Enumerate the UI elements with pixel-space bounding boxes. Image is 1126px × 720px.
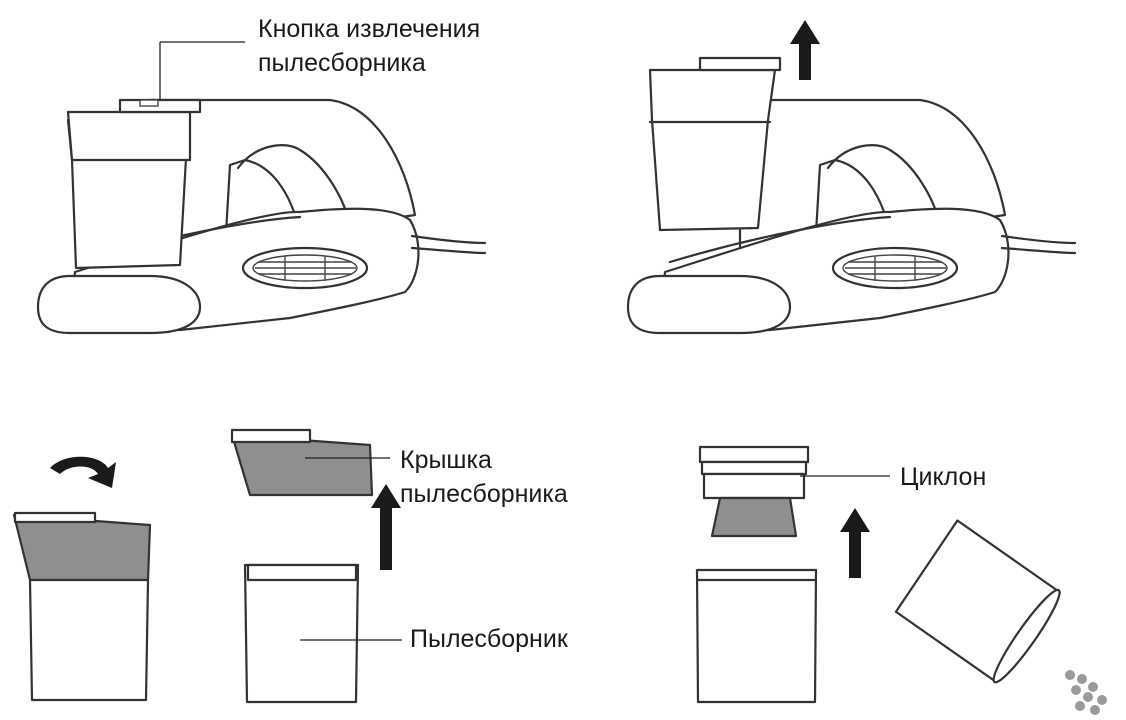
dust-bin-label: Пылесборник: [410, 625, 568, 653]
up-arrow-icon: [840, 508, 870, 578]
release-button-label-line2: пылесборника: [258, 49, 426, 77]
release-button-label: Кнопка извлечения пылесборника: [258, 12, 480, 80]
release-button: [139, 99, 159, 107]
tilted-dust-bin: [894, 519, 1061, 684]
vacuum-assembled: [36, 98, 487, 335]
release-button-label-line1: Кнопка извлечения: [258, 15, 481, 43]
empty-dust-bin: [695, 568, 818, 704]
cover-separated: [230, 428, 374, 497]
up-arrow-icon: [790, 20, 820, 80]
up-arrow-icon: [371, 484, 401, 570]
dust-bin-cover-label: Крышка пылесборника: [400, 443, 568, 511]
bin-with-cover: [12, 511, 152, 702]
vacuum-bin-removed: [626, 56, 1077, 335]
dust-bin: [243, 563, 360, 704]
rotate-arrow-icon: [50, 456, 116, 488]
dust-bin-cover-label-line1: Крышка: [400, 446, 492, 474]
cyclone: [698, 445, 810, 538]
dust-particles-icon: [1065, 670, 1107, 715]
cyclone-label: Циклон: [900, 463, 987, 491]
dust-bin-cover-label-line2: пылесборника: [400, 480, 568, 508]
